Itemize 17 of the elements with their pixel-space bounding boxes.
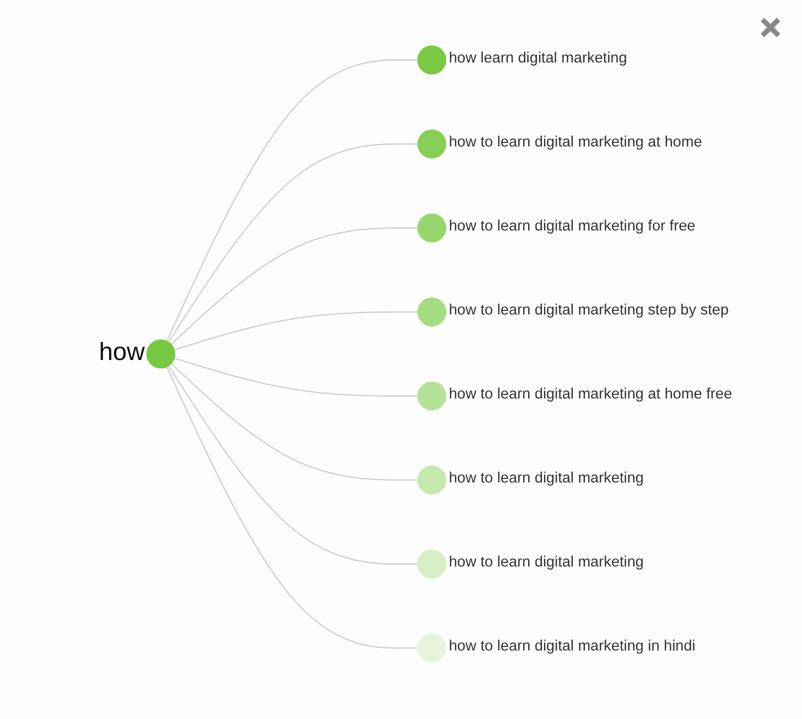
connector-line: [166, 59, 418, 342]
connector-line: [174, 358, 418, 397]
suggestion-label: how to learn digital marketing at home free: [449, 386, 732, 402]
keyword-label: how: [99, 338, 146, 366]
connector-line: [174, 311, 418, 350]
suggestion-label: how to learn digital marketing at home: [449, 134, 702, 150]
suggestion-label: how to learn digital marketing in hindi: [449, 638, 696, 654]
connector-line: [168, 143, 418, 343]
suggestion-label: how to learn digital marketing step by step: [449, 302, 730, 318]
connector-line: [171, 227, 418, 345]
connector-line: [166, 366, 418, 649]
suggestion-label: how to learn digital marketing: [449, 554, 644, 570]
connector-line: [168, 365, 418, 565]
suggestion-label: how to learn digital marketing for free: [449, 218, 696, 234]
suggestion-label: how learn digital marketing: [449, 50, 628, 66]
connector-line: [171, 363, 418, 481]
suggestion-label: how to learn digital marketing: [449, 470, 644, 486]
